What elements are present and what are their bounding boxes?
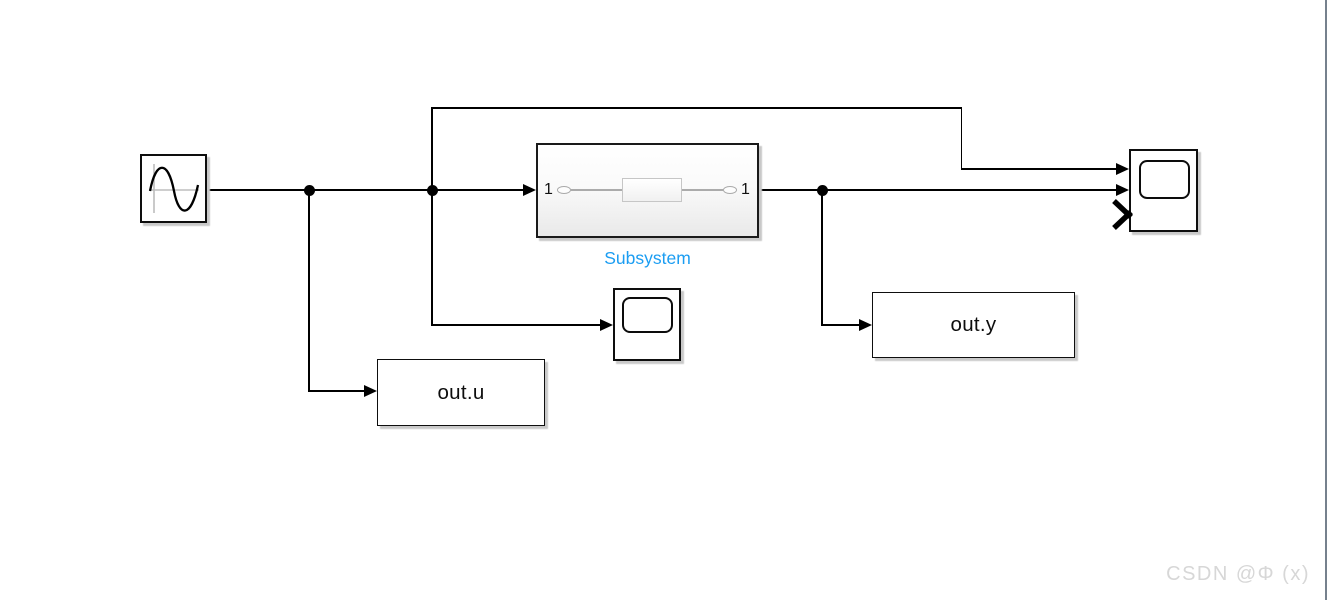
arrowhead-scope-input2 — [1116, 183, 1129, 196]
wire-branch-outy-h[interactable] — [821, 324, 861, 326]
to-workspace-block-out-y[interactable]: out.y — [872, 292, 1075, 358]
wire-to-scope-input1[interactable] — [960, 168, 1118, 170]
arrowhead-scope-input1 — [1116, 162, 1129, 175]
wire-junction-dot — [303, 184, 315, 196]
scope-block-small[interactable] — [613, 288, 681, 361]
wire-top-run[interactable] — [431, 107, 963, 109]
sine-wave-block[interactable] — [140, 154, 207, 223]
subsystem-inner-block-icon — [622, 178, 682, 202]
wire-subsystem-to-scope[interactable] — [759, 189, 1117, 191]
wire-junction-dot — [426, 184, 438, 196]
unconnected-port-icon — [1112, 198, 1134, 231]
wire-branch-scope2-v[interactable] — [431, 190, 433, 325]
scope-icon — [622, 297, 673, 333]
subsystem-inner-wire — [571, 189, 622, 191]
wire-sine-to-subsystem[interactable] — [206, 189, 524, 191]
arrowhead-outu-input — [364, 384, 377, 397]
subsystem-name-label[interactable]: Subsystem — [604, 248, 691, 268]
out-u-label: out.u — [437, 380, 485, 404]
wire-branch-outu-h[interactable] — [308, 390, 366, 392]
csdn-watermark: CSDN @Φ (x) — [1166, 563, 1310, 585]
wire-branch-scope2-h[interactable] — [431, 324, 602, 326]
subsystem-outport-ellipse-icon — [723, 186, 737, 194]
scope-block-main[interactable] — [1112, 149, 1198, 232]
arrowhead-subsystem-input — [523, 183, 536, 196]
arrowhead-smallscope-input — [600, 318, 613, 331]
subsystem-inport-label: 1 — [544, 181, 553, 198]
sine-wave-icon — [142, 156, 205, 221]
wire-top-drop[interactable] — [960, 108, 963, 169]
wire-junction-dot — [816, 184, 828, 196]
subsystem-inport-ellipse-icon — [557, 186, 571, 194]
to-workspace-block-out-u[interactable]: out.u — [377, 359, 545, 426]
wire-branch-outy-v[interactable] — [821, 190, 823, 325]
arrowhead-outy-input — [859, 318, 872, 331]
subsystem-outport-label: 1 — [741, 181, 750, 198]
wire-branch-outu-v[interactable] — [308, 190, 310, 391]
wire-branch-up[interactable] — [431, 108, 433, 190]
canvas-right-edge — [1325, 0, 1327, 600]
subsystem-block[interactable]: 1 1 — [536, 143, 759, 238]
out-y-label: out.y — [950, 313, 997, 336]
scope-icon — [1139, 160, 1190, 199]
subsystem-inner-wire — [682, 189, 723, 191]
